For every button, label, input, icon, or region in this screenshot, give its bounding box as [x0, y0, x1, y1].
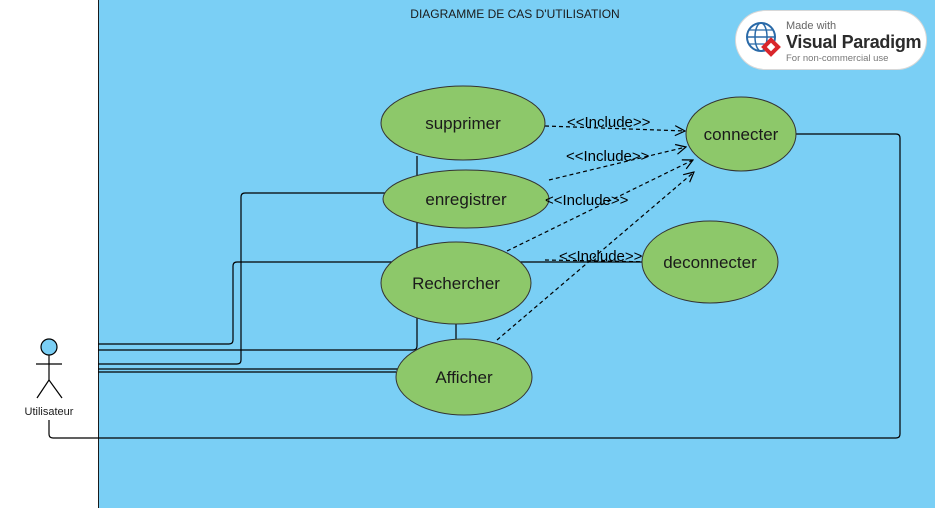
usecase-connecter-label: connecter: [704, 125, 779, 144]
system-boundary: [98, 0, 935, 508]
visual-paradigm-badge: Made with Visual Paradigm For non-commer…: [736, 11, 926, 69]
usecase-enregistrer-label: enregistrer: [425, 190, 507, 209]
usecase-afficher[interactable]: Afficher: [395, 338, 533, 416]
usecase-supprimer-label: supprimer: [425, 114, 501, 133]
include-label: <<Include>>: [567, 114, 651, 131]
usecase-afficher-label: Afficher: [435, 368, 493, 387]
usecase-deconnecter-label: deconnecter: [663, 253, 757, 272]
usecase-connecter[interactable]: connecter: [685, 96, 797, 172]
include-label: <<Include>>: [545, 192, 629, 209]
include-arrow-afficher: [496, 172, 694, 341]
include-label: <<Include>>: [559, 248, 643, 265]
include-label: <<Include>>: [566, 148, 650, 165]
association-enregistrer: [98, 192, 386, 365]
include-arrow-supprimer: [544, 126, 685, 131]
actor-head: [40, 338, 58, 356]
usecase-rechercher[interactable]: Rechercher: [380, 241, 532, 325]
association-supprimer: [98, 156, 418, 351]
usecase-supprimer[interactable]: supprimer: [380, 85, 546, 161]
badge-made-with: Made with: [786, 20, 837, 32]
association-connecter: [48, 133, 901, 439]
actor-label: Utilisateur: [25, 406, 74, 418]
actor-utilisateur[interactable]: [36, 338, 63, 399]
usecase-deconnecter[interactable]: deconnecter: [641, 220, 779, 304]
diagram-title: DIAGRAMME DE CAS D'UTILISATION: [410, 7, 620, 21]
include-arrow-enregistrer: [548, 147, 686, 181]
badge-note: For non-commercial use: [786, 53, 889, 64]
badge-brand: Visual Paradigm: [786, 32, 922, 52]
visual-paradigm-logo-icon: [746, 22, 781, 57]
association-deconnecter: [98, 261, 642, 345]
usecase-enregistrer[interactable]: enregistrer: [382, 169, 550, 229]
include-arrow-deconnecter: [544, 259, 657, 263]
usecase-rechercher-label: Rechercher: [412, 274, 500, 293]
